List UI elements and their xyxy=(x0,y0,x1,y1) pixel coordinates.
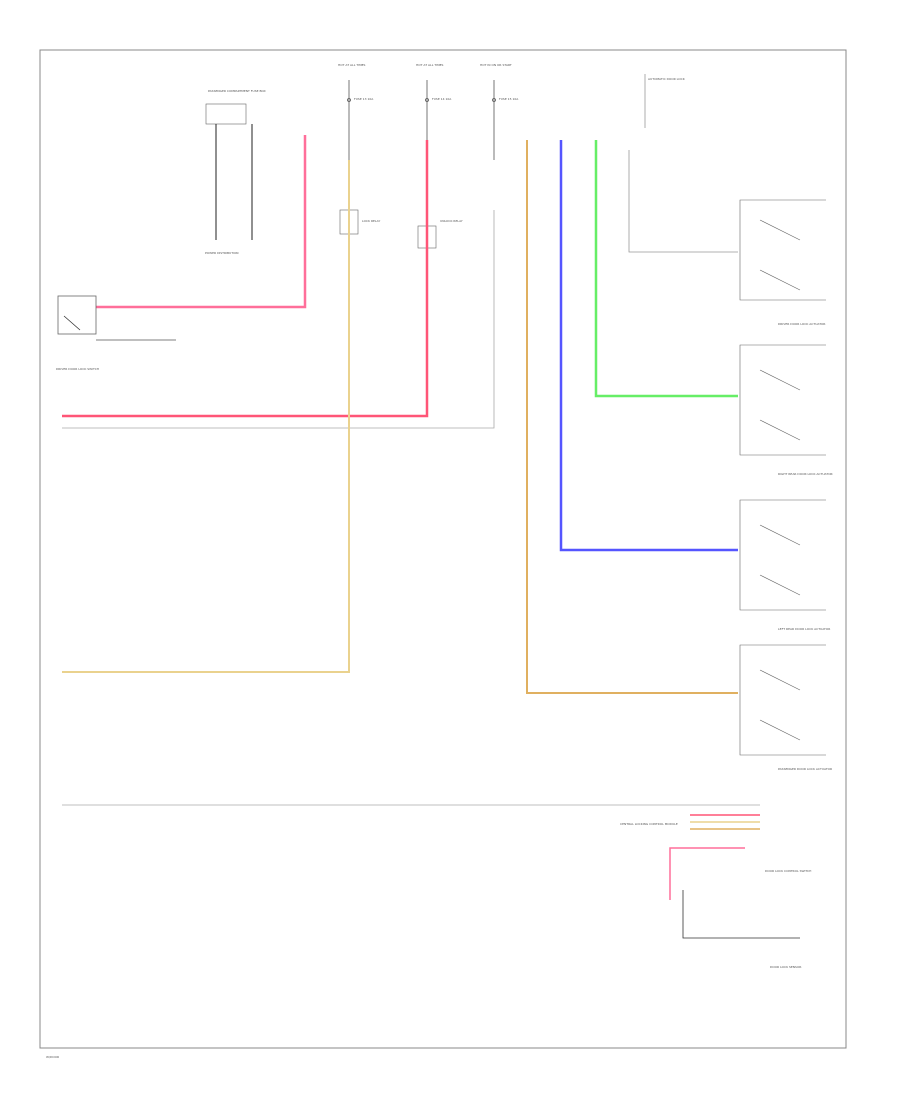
ground-link-label: POWER DISTRIBUTION xyxy=(205,251,239,255)
fuse-label-1: FUSE 13 10A xyxy=(354,97,374,101)
wire-green-actuator xyxy=(594,140,738,398)
wire-bottom-black xyxy=(682,890,800,939)
bottom-sensor-label: DOOR LOCK SENSOR xyxy=(770,965,801,969)
harness-connector xyxy=(205,103,247,125)
wire-gold-actuator xyxy=(526,140,738,694)
fuse-label-3: FUSE 15 10A xyxy=(499,97,519,101)
note-top-label: AUTOMATIC DOOR LOCK xyxy=(648,77,686,81)
bottom-switch-label: DOOR LOCK CONTROL SWITCH xyxy=(765,869,811,873)
fuse-top-label-1: HOT AT ALL TIMES xyxy=(338,63,366,67)
diagram-frame xyxy=(39,49,847,1049)
relay-unlock-label: UNLOCK RELAY xyxy=(440,219,463,223)
actuator-1-label: DRIVER DOOR LOCK ACTUATOR xyxy=(778,322,826,326)
driver-switch-label: DRIVER DOOR LOCK SWITCH xyxy=(56,367,99,371)
driver-switch-box xyxy=(57,295,97,335)
module-label: CENTRAL LOCKING CONTROL MODULE xyxy=(620,822,678,826)
actuator-3-label: LEFT REAR DOOR LOCK ACTUATOR xyxy=(778,627,830,631)
fuse-group-1 xyxy=(347,80,351,160)
actuator-4-label: PASSENGER DOOR LOCK ACTUATOR xyxy=(778,767,832,771)
wire-gray-actuator xyxy=(628,150,738,253)
actuator-4 xyxy=(739,644,826,756)
fuse-label-2: FUSE 14 10A xyxy=(432,97,452,101)
driver-switch-contact xyxy=(63,315,81,331)
wire-gray-module xyxy=(62,210,495,429)
fuse-group-3 xyxy=(492,80,496,160)
relay-lock-label: LOCK RELAY xyxy=(362,219,380,223)
actuator-2-label: RIGHT REAR DOOR LOCK ACTUATOR xyxy=(778,472,833,476)
fuse-top-label-3: HOT IN ON OR START xyxy=(480,63,512,67)
fuse-top-label-2: HOT AT ALL TIMES xyxy=(416,63,444,67)
wire-pink-driver-switch xyxy=(96,135,307,309)
wire-blue-actuator xyxy=(559,140,738,552)
wire-tan-lock xyxy=(62,160,350,673)
wire-bottom-pink-switch xyxy=(669,847,745,900)
harness-box-label: PASSENGER COMPARTMENT FUSE BOX xyxy=(208,89,266,93)
actuator-3 xyxy=(739,499,826,611)
actuator-1 xyxy=(739,199,826,301)
wire-red-unlock xyxy=(62,140,429,418)
actuator-2 xyxy=(739,344,826,456)
footer-label: W/DOOR xyxy=(46,1055,59,1059)
